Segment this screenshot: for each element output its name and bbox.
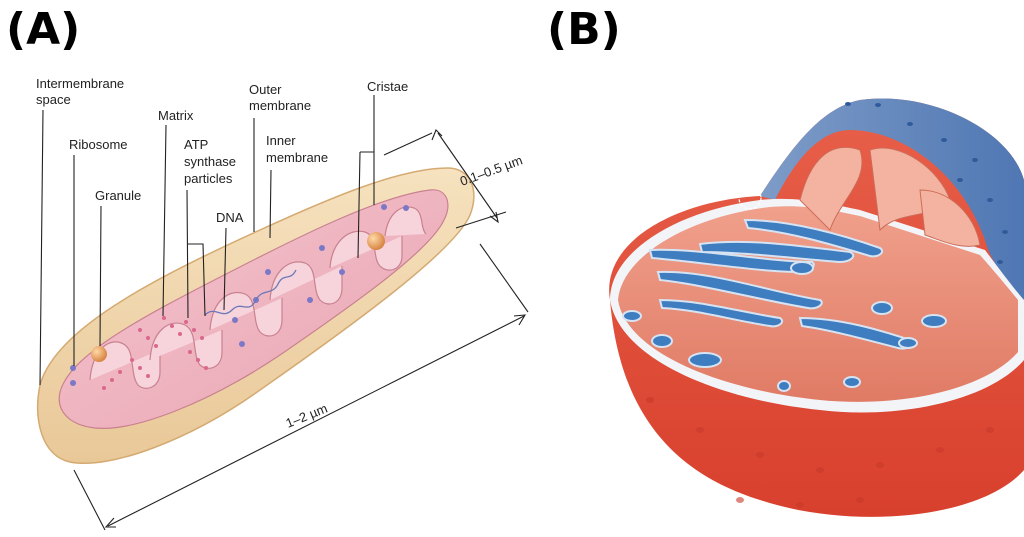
- label-cristae: Cristae: [367, 79, 408, 94]
- label-atp-1: ATP: [184, 137, 208, 152]
- label-inner-1: Inner: [266, 133, 296, 148]
- label-granule: Granule: [95, 188, 141, 203]
- label-intermembrane-2: space: [36, 92, 71, 107]
- panel-b-diagram: [609, 98, 1024, 516]
- label-inner-2: membrane: [266, 150, 328, 165]
- panel-a-diagram: Intermembrane space Ribosome Granule Mat…: [36, 76, 528, 530]
- label-atp-3: particles: [184, 171, 233, 186]
- granule-left: [91, 346, 107, 362]
- label-matrix: Matrix: [158, 108, 194, 123]
- label-dna: DNA: [216, 210, 244, 225]
- label-outer-2: membrane: [249, 98, 311, 113]
- label-intermembrane-1: Intermembrane: [36, 76, 124, 91]
- label-width-dimension: 0.1–0.5 µm: [458, 152, 525, 188]
- label-atp-2: synthase: [184, 154, 236, 169]
- label-ribosome: Ribosome: [69, 137, 128, 152]
- label-outer-1: Outer: [249, 82, 282, 97]
- granule-right: [367, 232, 385, 250]
